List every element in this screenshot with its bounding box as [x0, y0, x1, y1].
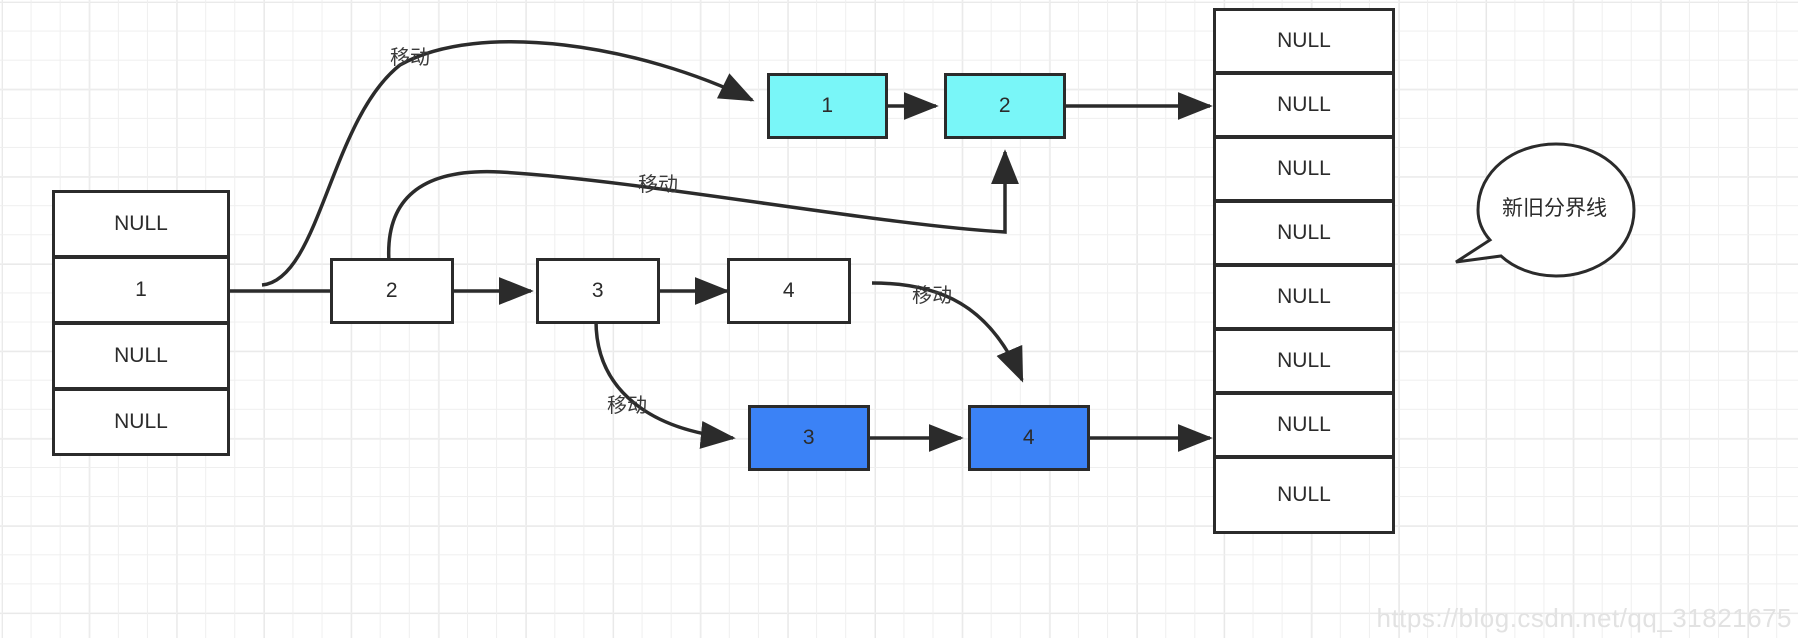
hi-node-3: 3	[748, 405, 870, 471]
cell-label: NULL	[1277, 483, 1331, 506]
new-table-cell-6: NULL	[1213, 392, 1395, 458]
new-table-cell-0: NULL	[1213, 8, 1395, 74]
watermark: https://blog.csdn.net/qq_31821675	[1376, 603, 1792, 633]
node-label: 1	[821, 94, 834, 117]
arrow-move-2	[386, 149, 1019, 263]
old-table-cell-3: NULL	[52, 388, 230, 456]
old-node-3: 3	[536, 258, 660, 324]
new-table-cell-5: NULL	[1213, 328, 1395, 394]
cell-label: NULL	[114, 212, 168, 235]
move-label-3: 移动	[912, 285, 952, 307]
node-label: 3	[591, 279, 605, 302]
arrow-move-4	[594, 320, 736, 449]
new-table-cell-3: NULL	[1213, 200, 1395, 266]
move-label-2: 移动	[638, 174, 678, 196]
arrow-move-3	[871, 281, 1024, 383]
node-label: 2	[385, 279, 399, 302]
cell-label: NULL	[1277, 93, 1331, 116]
new-table-cell-4: NULL	[1213, 264, 1395, 330]
callout-bubble	[1455, 142, 1636, 278]
cell-label: NULL	[1277, 285, 1331, 308]
new-table-cell-2: NULL	[1213, 136, 1395, 202]
old-node-4: 4	[727, 258, 851, 324]
arrow-move-1	[261, 40, 755, 287]
old-table-cell-2: NULL	[52, 322, 230, 390]
cell-label: NULL	[1277, 413, 1331, 436]
move-label-4: 移动	[607, 395, 647, 417]
lo-node-1: 1	[767, 73, 888, 139]
cell-label: 1	[135, 278, 147, 301]
node-label: 2	[998, 94, 1012, 117]
cell-label: NULL	[114, 410, 168, 433]
node-label: 4	[1022, 426, 1036, 449]
callout-label: 新旧分界线	[1502, 197, 1607, 220]
old-table-cell-0: NULL	[52, 190, 230, 258]
node-label: 4	[782, 279, 796, 302]
cell-label: NULL	[1277, 29, 1331, 52]
cell-label: NULL	[114, 344, 168, 367]
hi-node-4: 4	[968, 405, 1090, 471]
old-table-cell-1: 1	[52, 256, 230, 324]
node-label: 3	[802, 426, 816, 449]
cell-label: NULL	[1277, 157, 1331, 180]
cell-label: NULL	[1277, 221, 1331, 244]
new-table-cell-7: NULL	[1213, 456, 1395, 534]
old-node-2: 2	[330, 258, 454, 324]
lo-node-2: 2	[944, 73, 1066, 139]
cell-label: NULL	[1277, 349, 1331, 372]
move-label-1: 移动	[390, 47, 430, 69]
new-table-cell-1: NULL	[1213, 72, 1395, 138]
